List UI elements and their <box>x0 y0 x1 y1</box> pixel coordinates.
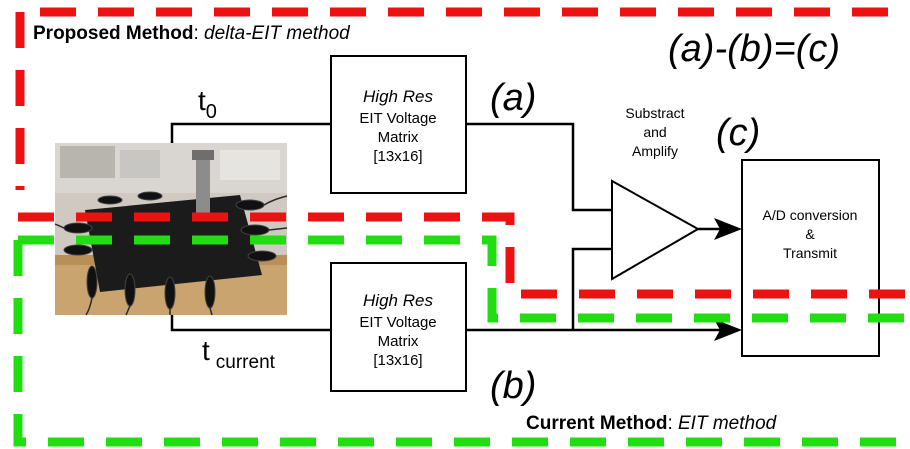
bottom-box-line1: High Res <box>363 291 433 310</box>
top-box-line3: Matrix <box>378 129 419 146</box>
arrow-b-to-ad <box>714 319 742 341</box>
amp-caption-line2: and <box>643 124 666 140</box>
amp-caption-line1: Substract <box>625 105 684 121</box>
bottom-box-line4: [13x16] <box>373 352 422 369</box>
amp-caption: Substract and Amplify <box>625 105 684 159</box>
tcurrent-subscript: current <box>216 352 276 373</box>
equation-label: (a)-(b)=(c) <box>668 28 840 70</box>
ad-box-line2: & <box>805 226 815 242</box>
label-c: (c) <box>716 112 760 154</box>
arrow-amp-to-ad <box>714 218 742 240</box>
proposed-method-title: Proposed Method <box>33 23 193 44</box>
current-method-title: Current Method <box>526 413 667 434</box>
current-method-label: Current Method: EIT method <box>526 413 778 434</box>
eit-test-rig-photo <box>54 143 288 316</box>
top-box-line2: EIT Voltage <box>359 110 436 127</box>
t0-label: t0 <box>198 85 217 123</box>
proposed-method-name: delta-EIT method <box>204 23 351 44</box>
signal-wiring <box>170 122 722 332</box>
top-voltage-matrix-box <box>330 55 467 194</box>
tcurrent-label: t current <box>202 335 276 373</box>
ad-conversion-box <box>741 159 880 357</box>
amplifier-triangle <box>611 179 701 281</box>
tcurrent-t: t <box>202 335 210 366</box>
t0-subscript: 0 <box>206 101 217 123</box>
bottom-box-text: High Res EIT Voltage Matrix [13x16] <box>359 291 436 369</box>
bottom-voltage-matrix-box <box>330 262 467 392</box>
amp-caption-line3: Amplify <box>632 143 678 159</box>
top-box-line4: [13x16] <box>373 148 422 165</box>
ad-box-line1: A/D conversion <box>763 207 858 223</box>
current-method-name: EIT method <box>678 413 778 434</box>
proposed-method-sep: : <box>193 23 204 44</box>
current-method-sep: : <box>667 413 678 434</box>
t0-t: t <box>198 85 206 116</box>
proposed-method-label: Proposed Method: delta-EIT method <box>33 23 351 44</box>
top-box-text: High Res EIT Voltage Matrix [13x16] <box>359 87 436 165</box>
current-method-outline <box>13 235 908 447</box>
bottom-box-line3: Matrix <box>378 333 419 350</box>
top-box-line1: High Res <box>363 87 433 106</box>
ad-box-text: A/D conversion & Transmit <box>763 207 858 261</box>
label-a: (a) <box>490 77 536 119</box>
proposed-method-outline <box>15 7 908 299</box>
label-b: (b) <box>490 365 536 407</box>
bottom-box-line2: EIT Voltage <box>359 314 436 331</box>
ad-box-line3: Transmit <box>783 245 837 261</box>
